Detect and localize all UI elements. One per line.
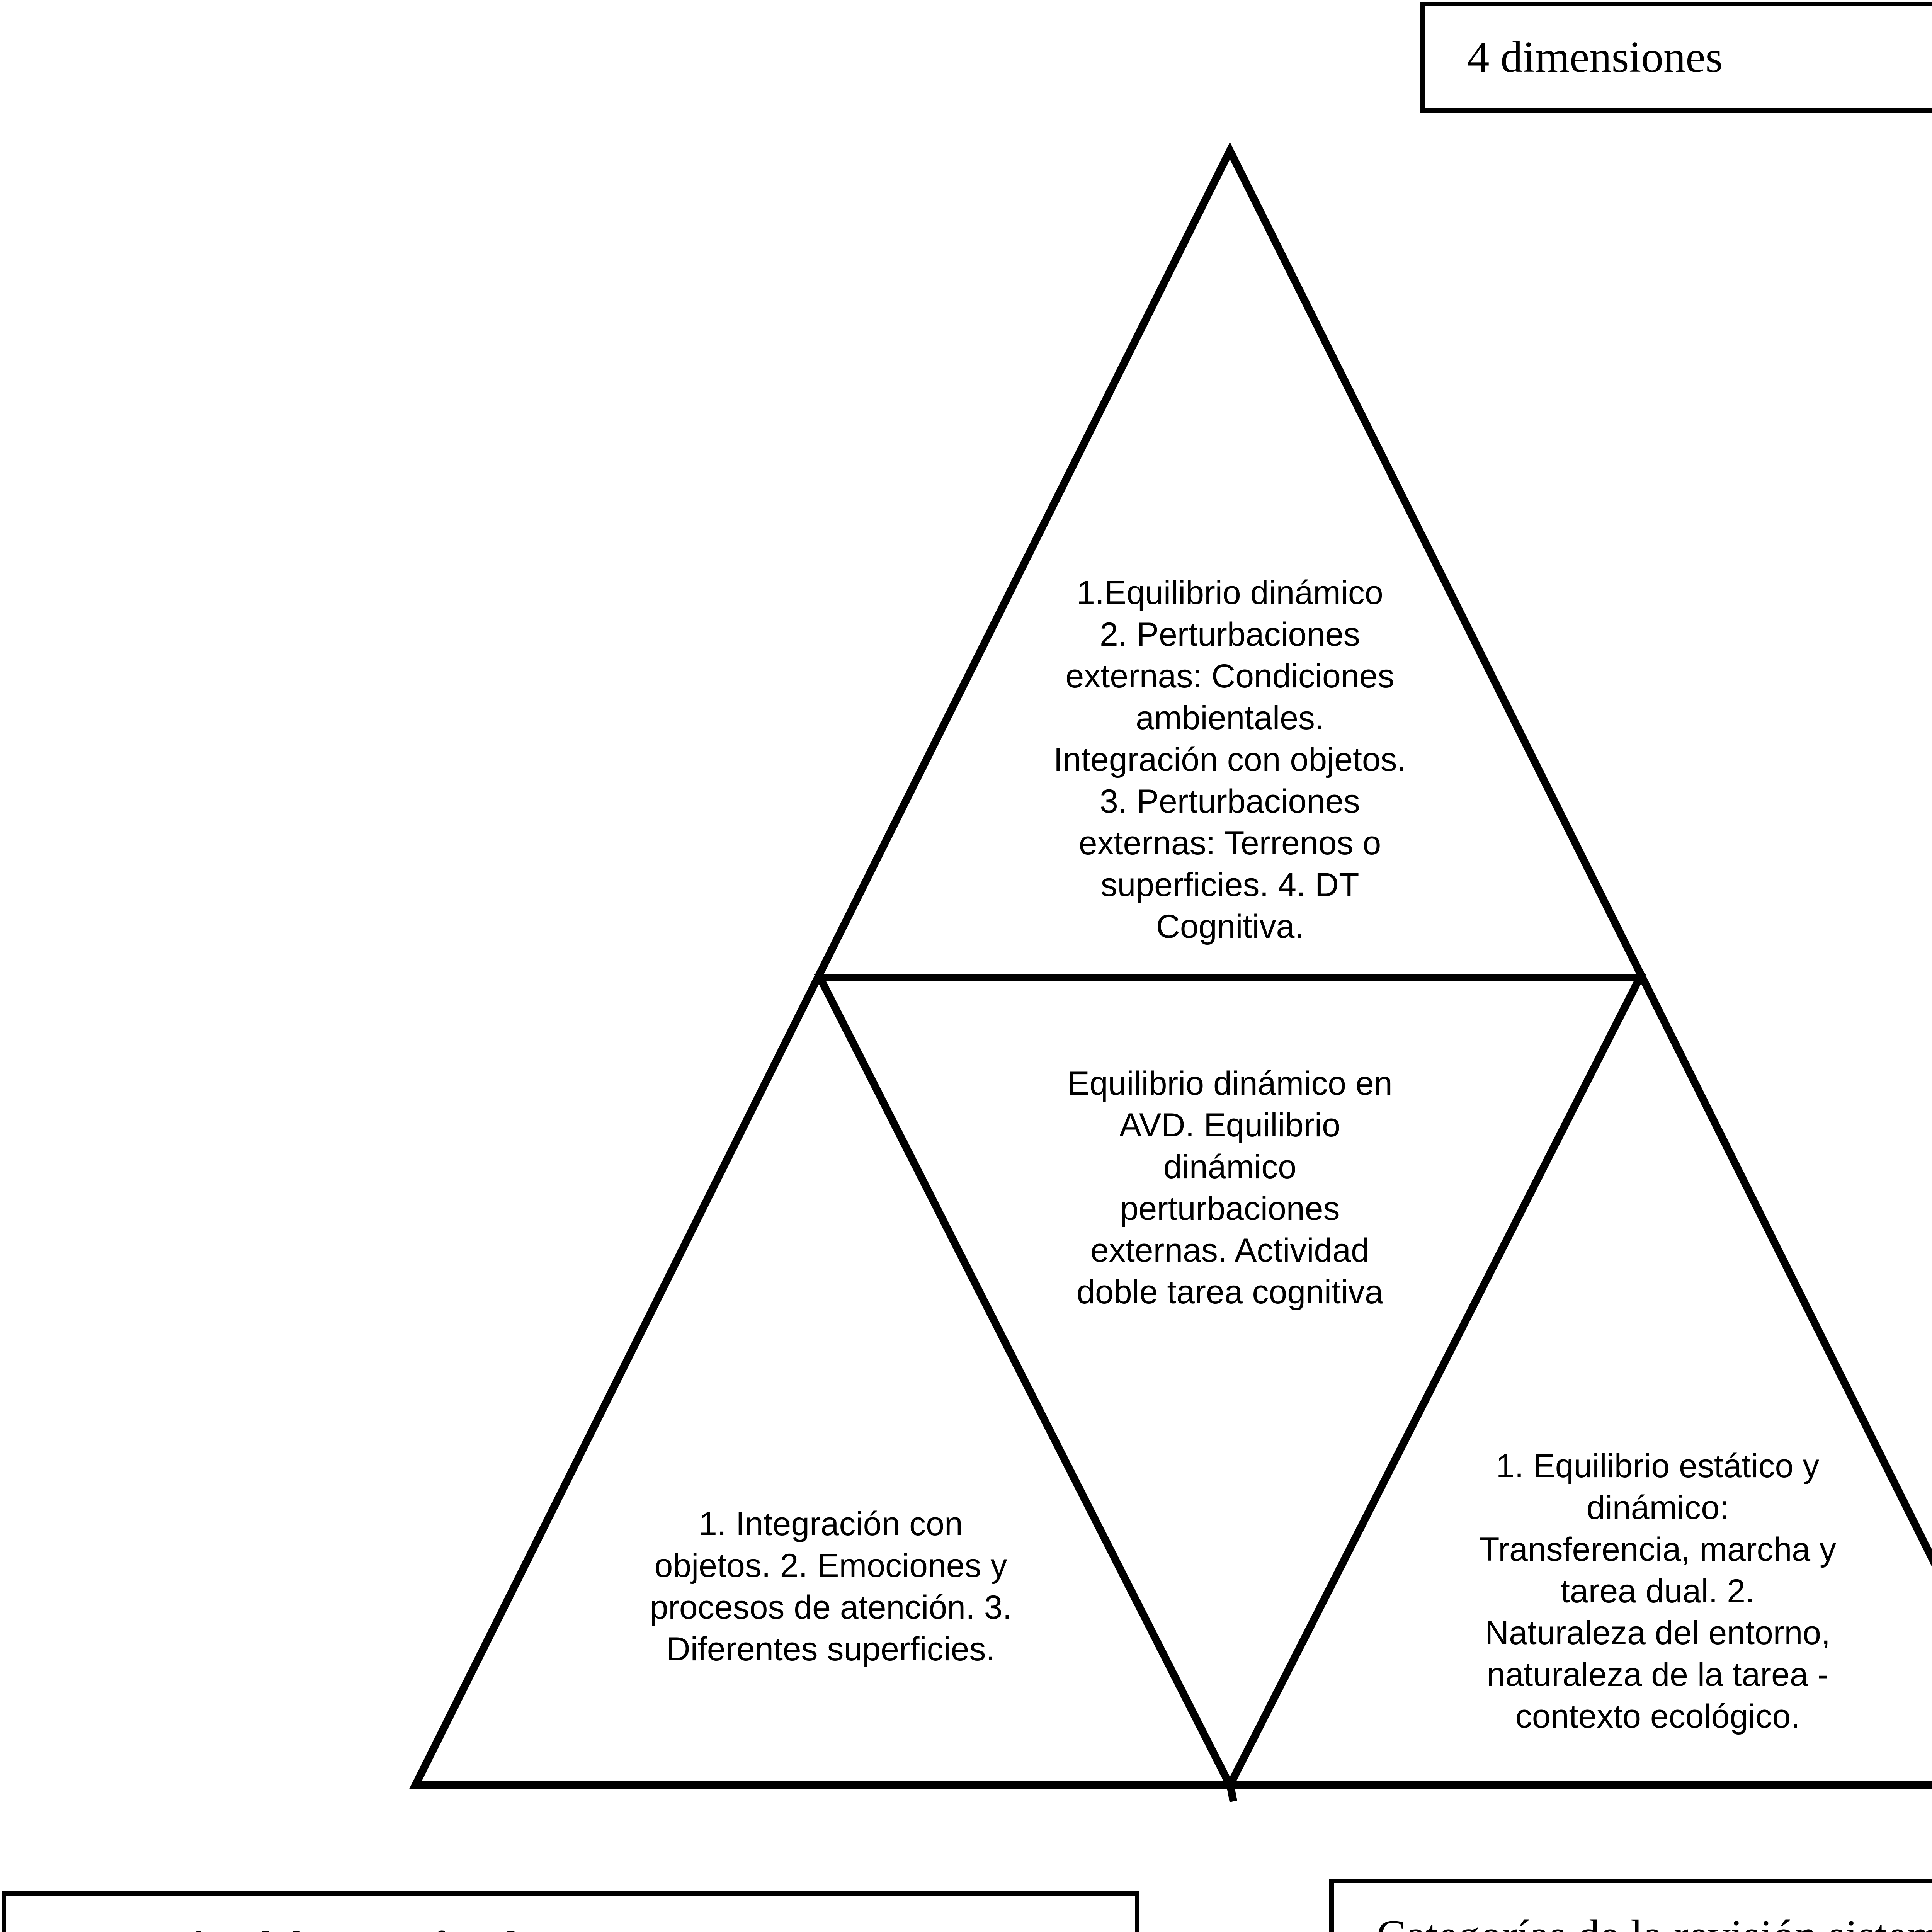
- focus-group-categories-label: Categorías del grupo focal: [6, 1922, 519, 1932]
- bottom-left-triangle-text: 1. Integración con objetos. 2. Emociones…: [650, 1505, 1012, 1668]
- inner-triangle-bottom-overshoot: [1226, 1782, 1237, 1802]
- inner-inverted-triangle-outline: [813, 974, 1646, 1794]
- middle-triangle-text: Equilibrio dinámico en AVD. Equilibrio d…: [1067, 1065, 1393, 1311]
- bottom-right-triangle-text: 1. Equilibrio estático y dinámico: Trans…: [1479, 1447, 1837, 1735]
- top-triangle-text: 1.Equilibrio dinámico 2. Perturbaciones …: [1053, 574, 1406, 945]
- systematized-review-categories-box: Categorías de la revisión sistematizada: [1329, 1879, 1932, 1932]
- systematized-review-categories-label: Categorías de la revisión sistematizada: [1334, 1910, 1932, 1932]
- four-dimensions-box: 4 dimensiones: [1420, 2, 1932, 113]
- four-dimensions-label: 4 dimensiones: [1467, 32, 1723, 82]
- focus-group-categories-box: Categorías del grupo focal: [2, 1891, 1139, 1932]
